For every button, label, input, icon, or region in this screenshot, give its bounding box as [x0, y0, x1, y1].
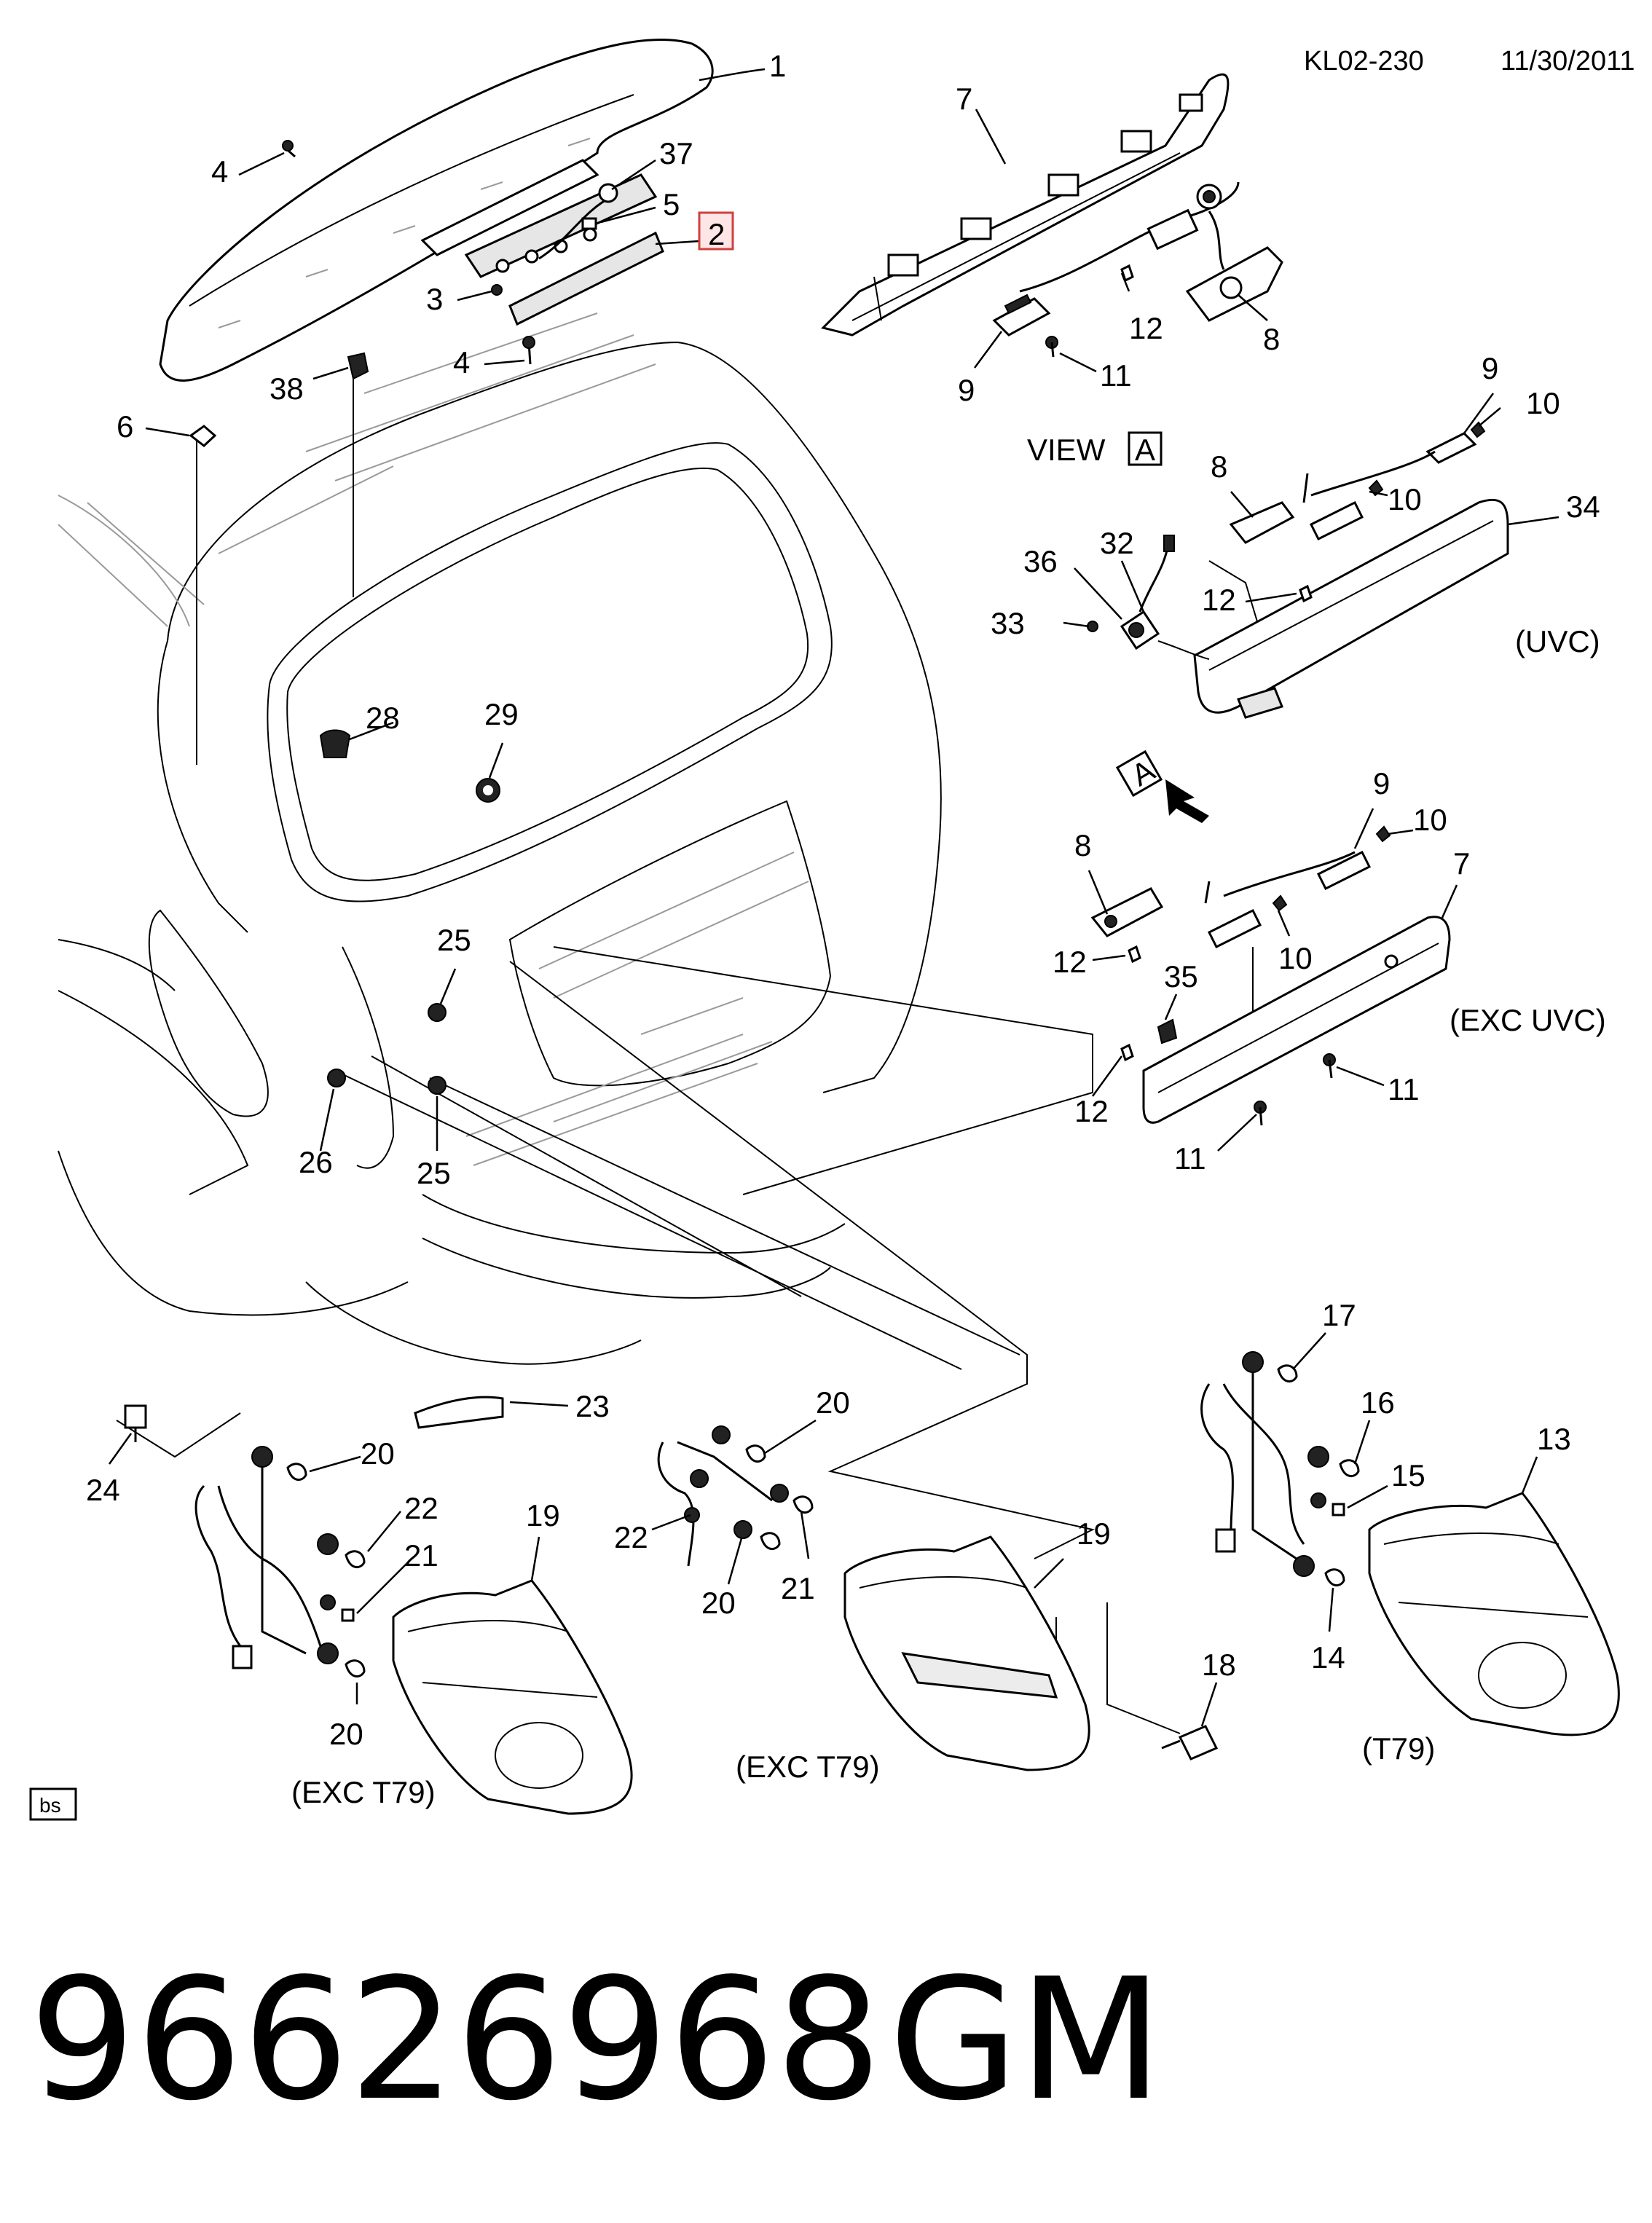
brand-name: GM — [889, 1943, 1163, 2138]
view-label-letter: A — [1135, 433, 1155, 467]
callout-10-excuvc-lower: 10 — [1278, 941, 1313, 975]
callout-24: 24 — [86, 1473, 120, 1507]
bumper-leaders — [108, 1401, 569, 1465]
taillamp-left-assembly — [194, 1446, 633, 1815]
callout-37: 37 — [659, 136, 693, 170]
taillamp-center-leaders — [651, 1419, 1218, 1727]
callout-18: 18 — [1202, 1648, 1236, 1682]
callout-17: 17 — [1322, 1298, 1356, 1332]
exc-uvc-leaders — [1087, 808, 1458, 1152]
taillamp-right-assembly — [1200, 1351, 1620, 1736]
callout-14: 14 — [1311, 1640, 1345, 1675]
source-tag-box — [29, 1787, 77, 1821]
callout-12-uvc: 12 — [1202, 583, 1236, 617]
callout-28: 28 — [366, 701, 400, 735]
view-a-arrow — [1115, 749, 1209, 823]
taillamp-left-leaders — [309, 1455, 540, 1704]
callout-23: 23 — [575, 1389, 610, 1423]
callout-8-upper: 8 — [1263, 322, 1280, 356]
callout-8-uvc: 8 — [1211, 449, 1227, 484]
callout-labels: 1 37 5 2 4 3 4 38 6 7 12 8 9 11 VIEW A A… — [86, 49, 1606, 1809]
callout-19-center: 19 — [1077, 1516, 1111, 1551]
applique-upper-assembly — [821, 73, 1283, 358]
view-label-text: VIEW — [1027, 433, 1106, 467]
callout-22-center: 22 — [614, 1520, 648, 1554]
callout-21-left: 21 — [404, 1538, 438, 1573]
callout-13: 13 — [1537, 1422, 1571, 1456]
label-uvc: (UVC) — [1515, 624, 1600, 658]
bumper-small-parts — [124, 1396, 504, 1442]
callout-9-excuvc: 9 — [1373, 766, 1390, 800]
view-a-leaders — [1063, 393, 1559, 628]
callout-32: 32 — [1100, 526, 1134, 560]
callout-10-excuvc-upper: 10 — [1413, 803, 1447, 837]
label-t79: (T79) — [1362, 1731, 1435, 1766]
diagram-code: KL02-230 — [1304, 46, 1424, 76]
callout-25-upper: 25 — [437, 923, 471, 957]
view-label-box — [1128, 431, 1163, 466]
callout-11-excuvc-right: 11 — [1388, 1072, 1420, 1106]
callout-4-lower: 4 — [453, 345, 470, 379]
callout-16: 16 — [1361, 1385, 1395, 1420]
callout-25-lower: 25 — [417, 1156, 451, 1190]
callout-2-highlight — [698, 211, 734, 251]
callout-1: 1 — [769, 49, 786, 83]
callout-15: 15 — [1391, 1458, 1425, 1492]
callout-38: 38 — [270, 371, 304, 406]
callout-35: 35 — [1164, 959, 1198, 994]
callout-11-upper: 11 — [1100, 358, 1132, 393]
callout-11-excuvc-bottom: 11 — [1174, 1141, 1206, 1176]
taillamp-center-assembly — [657, 1425, 1219, 1771]
body-fastener-leaders — [319, 721, 504, 1152]
callout-26: 26 — [299, 1145, 333, 1179]
callout-7-upper: 7 — [956, 82, 972, 116]
label-exc-t79-center: (EXC T79) — [736, 1750, 880, 1784]
liftgate-body-outline — [58, 312, 942, 1365]
body-fasteners — [319, 729, 500, 1095]
applique-upper-leaders — [973, 109, 1268, 373]
callout-7-excuvc: 7 — [1453, 846, 1470, 881]
taillamp-right-leaders — [1292, 1332, 1538, 1632]
callout-33: 33 — [991, 606, 1025, 640]
callout-22-left: 22 — [404, 1491, 438, 1525]
view-a-uvc-assembly — [1087, 421, 1509, 719]
callout-20-center-upper: 20 — [816, 1385, 850, 1420]
part-number: 96626968 — [29, 1943, 882, 2138]
callout-6: 6 — [117, 409, 133, 444]
callout-36: 36 — [1023, 544, 1058, 578]
label-exc-t79-left: (EXC T79) — [291, 1775, 436, 1809]
callout-2: 2 — [708, 217, 725, 251]
source-tag: bs — [39, 1794, 61, 1817]
callout-19-left: 19 — [526, 1498, 560, 1533]
callout-3: 3 — [426, 282, 443, 316]
callout-20-left-lower: 20 — [329, 1717, 363, 1751]
exc-uvc-assembly — [1090, 825, 1451, 1126]
callout-10-uvc-upper: 10 — [1526, 386, 1560, 420]
callout-10-uvc-lower: 10 — [1388, 482, 1422, 516]
callout-34: 34 — [1566, 489, 1600, 524]
spoiler-assembly — [159, 38, 714, 447]
diagram-date: 11/30/2011 — [1500, 46, 1635, 76]
callout-12-excuvc-lower: 12 — [1074, 1094, 1109, 1128]
callout-20-left-upper: 20 — [361, 1436, 395, 1471]
spoiler-leaders — [145, 68, 766, 437]
callout-29: 29 — [484, 697, 519, 731]
callout-9-uvc: 9 — [1482, 351, 1498, 385]
label-exc-uvc: (EXC UVC) — [1450, 1003, 1606, 1037]
callout-21-center: 21 — [781, 1571, 815, 1605]
callout-5: 5 — [663, 187, 680, 221]
callout-4-upper: 4 — [211, 154, 228, 189]
callout-8-excuvc: 8 — [1074, 828, 1091, 862]
callout-9-upper: 9 — [958, 373, 975, 407]
callout-12-upper: 12 — [1129, 311, 1163, 345]
callout-12-excuvc-upper: 12 — [1053, 945, 1087, 979]
reference-lines — [116, 379, 1268, 1734]
callout-20-center-lower: 20 — [701, 1586, 736, 1620]
